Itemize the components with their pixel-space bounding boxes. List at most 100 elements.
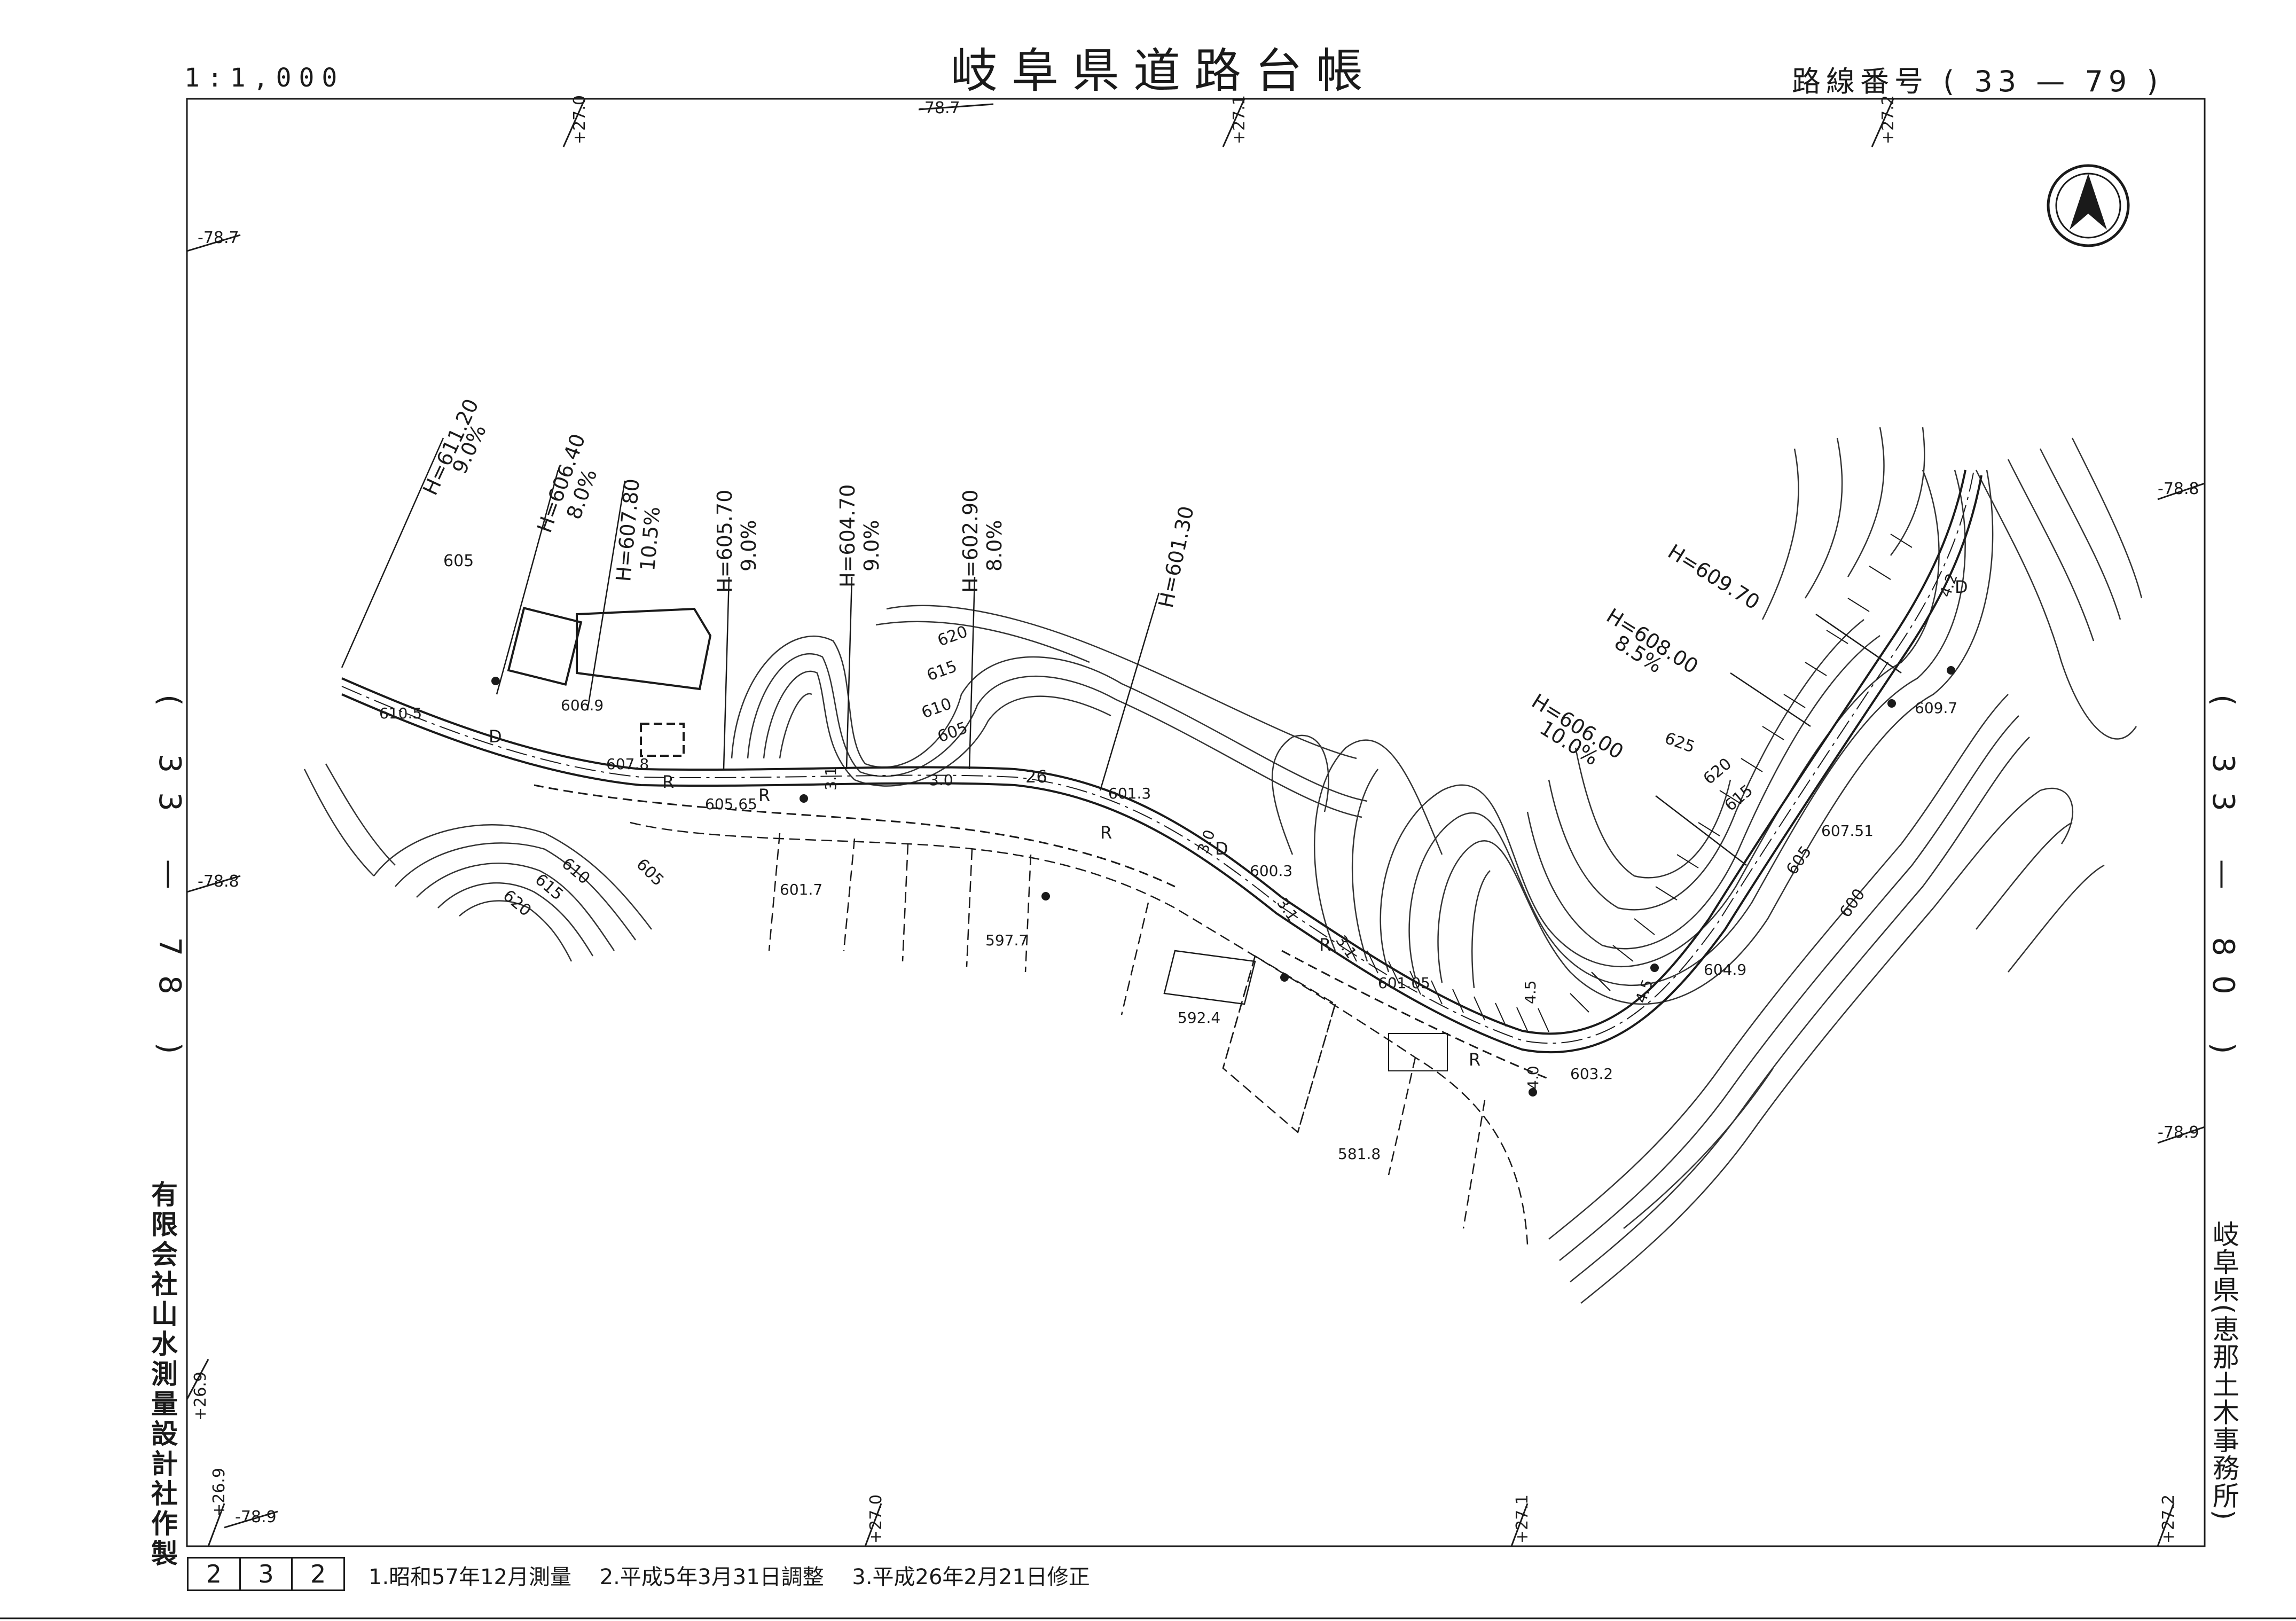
contour-labels: 605 620 615 610 605 610 615 620 605 625 …	[443, 552, 1869, 921]
sheet-number-box: 2 3 2	[187, 1557, 345, 1591]
revision-note: 3.平成26年2月21日修正	[852, 1565, 1090, 1589]
contours-north	[731, 605, 1368, 818]
grid-label: -78.8	[198, 872, 239, 891]
grade-height: H=609.70	[1664, 539, 1764, 614]
marker: D	[1955, 577, 1968, 597]
grade-height: H=602.90	[959, 490, 982, 593]
road-width: 3.1	[822, 766, 840, 790]
grade-height: H=601.30	[1154, 504, 1198, 610]
spot-height: 606.9	[561, 696, 604, 714]
sheet-cell: 2	[189, 1559, 241, 1589]
parcel-boundaries	[630, 821, 1529, 1245]
spot-height: 609.7	[1915, 699, 1957, 717]
marker: R	[1319, 935, 1331, 955]
revision-note: 1.昭和57年12月測量	[369, 1565, 571, 1589]
road-width: 4.5	[1522, 980, 1539, 1004]
grade-leaders	[341, 437, 1902, 866]
marker: R	[1100, 823, 1112, 843]
map-frame	[186, 98, 2206, 1547]
marker: D	[1215, 839, 1228, 859]
contour-label: 620	[935, 622, 970, 650]
spot-height: 597.7	[985, 931, 1028, 949]
grid-label: +27.2	[2159, 1494, 2178, 1544]
grade-percent: 10.5%	[636, 506, 664, 572]
spot-height-labels: 610.5 606.9 607.8 605.65 601.3 601.7 597…	[379, 696, 1957, 1163]
map-labels: +27.0 -78.7 +27.1 +27.2 -78.7 -78.8 -78.…	[191, 95, 2199, 1544]
scale-label: 1:1,000	[184, 63, 345, 93]
contour-label: 605	[632, 855, 667, 890]
grade-labels: H=611.20 9.0% H=606.40 8.0% H=607.80 10.…	[418, 395, 1764, 770]
grid-label: -78.7	[919, 99, 960, 118]
grid-label: +27.0	[867, 1494, 886, 1544]
spot-height: 610.5	[379, 704, 422, 722]
marker: 26	[1025, 766, 1047, 787]
adjacent-sheet-west: ( 33 — 78 )	[152, 694, 187, 1074]
grid-label: -78.9	[235, 1508, 277, 1526]
contours-northeast	[1380, 427, 2143, 1005]
contour-label: 605	[443, 552, 474, 570]
grid-label: -78.9	[2158, 1123, 2199, 1142]
contours-southeast	[1548, 694, 2105, 1304]
grade-height: H=605.70	[713, 490, 736, 593]
contour-label: 615	[924, 657, 960, 685]
route-number: 路線番号 ( 33 — 79 )	[1792, 58, 2163, 100]
marker: R	[662, 772, 674, 792]
road-centerline	[341, 472, 1974, 1044]
contour-label: 605	[935, 718, 970, 746]
grid-label: +27.2	[1879, 95, 1898, 144]
map-title: 岐阜県道路台帳	[951, 43, 1377, 98]
map-markers: D D D R R R R R 26	[489, 577, 1968, 1070]
adjacent-sheet-east: ( 33 — 80 )	[2206, 694, 2240, 1074]
surveyor-credit: 有限会社山水測量設計社作製	[147, 1180, 178, 1569]
route-open: (	[1943, 65, 1960, 98]
spot-height: 605.65	[705, 795, 757, 813]
road-width: 4.0	[1524, 1066, 1542, 1090]
spot-height: 601.05	[1378, 974, 1430, 992]
road	[341, 469, 1982, 1080]
spot-height: 581.8	[1338, 1145, 1381, 1163]
point-markers	[491, 666, 1955, 1097]
contours-central	[1271, 734, 1443, 962]
marker: D	[489, 726, 502, 747]
grid-label: +27.1	[1230, 95, 1249, 144]
route-close: )	[2146, 65, 2164, 98]
contour-label: 625	[1662, 729, 1697, 757]
spot-height: 604.9	[1704, 961, 1746, 978]
office-credit: 岐阜県(恵那土木事務所)	[2208, 1220, 2239, 1522]
grade-height: H=604.70	[836, 484, 859, 588]
sheet-cell: 3	[241, 1559, 293, 1589]
spot-height: 601.3	[1108, 785, 1151, 802]
spot-height: 603.2	[1570, 1065, 1613, 1083]
buildings	[507, 607, 1448, 1071]
spot-height: 600.3	[1250, 862, 1292, 880]
route-value: 33 — 79	[1974, 65, 2133, 98]
contour-label: 620	[499, 886, 535, 920]
grid-label: +27.0	[570, 95, 589, 144]
spot-height: 601.7	[780, 881, 822, 898]
contour-label: 600	[1836, 886, 1869, 921]
contour-label: 615	[1721, 781, 1757, 816]
road-width: 3.1	[1273, 895, 1302, 924]
grid-label: +26.9	[210, 1468, 229, 1517]
north-arrow-icon	[2047, 164, 2130, 247]
road-width: 3.0	[929, 771, 953, 789]
revision-note: 2.平成5年3月31日調整	[599, 1565, 824, 1589]
grid-ticks	[186, 98, 2205, 1547]
grid-label: -78.7	[198, 229, 239, 247]
road-width: 3.1	[1332, 932, 1360, 961]
grade-percent: 8.0%	[983, 520, 1006, 571]
grid-label: +26.9	[191, 1372, 210, 1421]
marker: R	[1469, 1050, 1480, 1070]
road-width: 4.5	[1632, 977, 1657, 1005]
route-label: 路線番号	[1792, 65, 1929, 98]
grade-percent: 9.0%	[860, 520, 883, 571]
grade-percent: 9.0%	[737, 520, 761, 571]
contour-label: 610	[919, 694, 954, 722]
marker: R	[758, 785, 770, 805]
contour-label: 605	[1783, 843, 1816, 879]
grid-label: -78.8	[2158, 480, 2199, 498]
slope-hatch	[1345, 534, 1913, 1032]
spot-height: 607.8	[606, 755, 649, 773]
contours-west	[303, 763, 652, 962]
